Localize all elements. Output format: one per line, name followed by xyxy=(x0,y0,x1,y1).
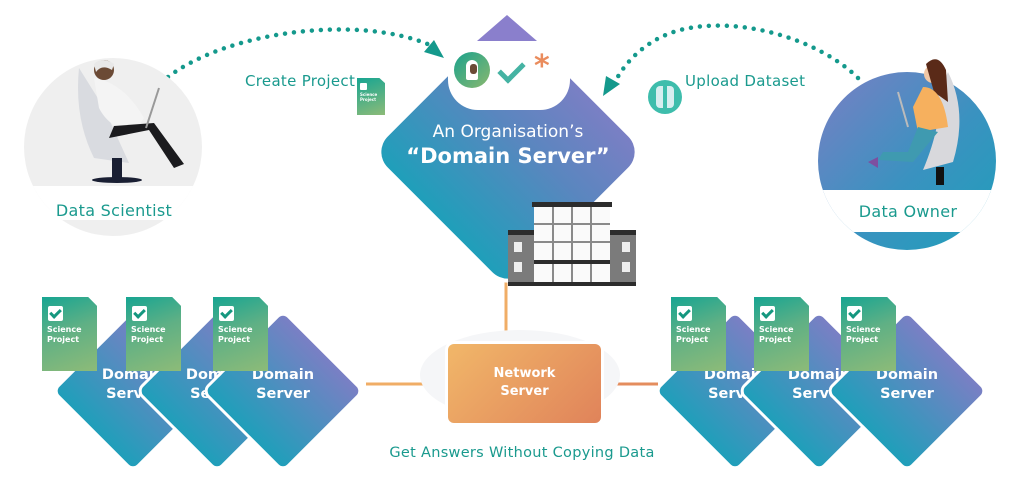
data-scientist-figure-icon xyxy=(78,60,184,183)
domain-server-line2: Server xyxy=(880,386,934,402)
upload-dataset-arrow xyxy=(613,23,861,83)
data-scientist-actor: Data Scientist xyxy=(24,58,204,248)
create-project-label: Create Project xyxy=(245,72,356,90)
data-owner-actor: Data Owner xyxy=(818,59,998,252)
domain-server-line1: Domain xyxy=(251,367,315,383)
diagram-caption: Get Answers Without Copying Data xyxy=(389,445,655,461)
upload-dataset-arrowhead xyxy=(603,76,620,96)
upload-dataset-label: Upload Dataset xyxy=(685,72,806,90)
data-scientist-label: Data Scientist xyxy=(55,201,173,220)
domain-server-line1: Domain xyxy=(703,367,767,383)
central-title-line2: “Domain Server” xyxy=(406,144,610,168)
check-icon xyxy=(497,55,526,84)
domain-server-line1: Domain xyxy=(875,367,939,383)
network-server-line1: Network xyxy=(493,366,556,381)
central-title-line1: An Organisation’s xyxy=(432,122,584,142)
status-bubble: * xyxy=(448,40,570,110)
network-server-line2: Server xyxy=(500,384,549,399)
domain-server-line2: Server xyxy=(256,386,310,402)
domain-server-line1: Domain xyxy=(787,367,851,383)
dataset-xray-icon xyxy=(648,80,682,114)
data-owner-figure-icon xyxy=(868,59,960,185)
avatar-icon xyxy=(454,52,490,88)
office-building-icon xyxy=(508,202,636,286)
central-domain-server: * An Organisation’s “Domain Server” xyxy=(372,16,644,288)
create-project-arrow xyxy=(165,27,433,80)
domain-server-line1: Domain xyxy=(101,367,165,383)
data-owner-label: Data Owner xyxy=(858,202,958,221)
asterisk-icon: * xyxy=(534,49,550,84)
create-project-arrowhead xyxy=(424,40,444,58)
network-server-button[interactable]: Network Server xyxy=(448,344,601,423)
